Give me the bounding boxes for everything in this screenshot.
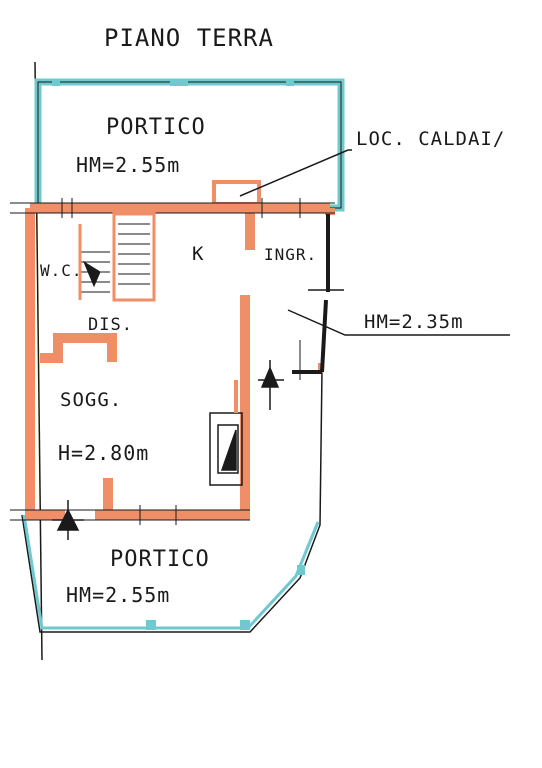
leader-line-caldaia <box>239 149 352 197</box>
label-ingresso: INGR. <box>264 245 317 264</box>
plan-title: PIANO TERRA <box>104 24 274 52</box>
lamp-symbol-right <box>258 360 284 410</box>
right-wall <box>292 214 344 374</box>
label-disimpegno: DIS. <box>88 315 133 335</box>
label-portico-top-height: HM=2.55m <box>76 153 180 177</box>
label-portico-bottom-height: HM=2.55m <box>66 583 170 607</box>
lamp-symbol-left <box>52 500 84 540</box>
label-wc: W.C. <box>40 261 83 280</box>
portico-bottom-area <box>21 369 323 633</box>
window-ticks <box>61 198 301 525</box>
building-walls <box>25 203 335 520</box>
label-loc-caldaia: LOC. CALDAI/ <box>356 128 505 150</box>
label-portico-bottom: PORTICO <box>110 547 210 572</box>
label-kitchen: K <box>192 243 204 265</box>
label-soggiorno-height: H=2.80m <box>58 441 149 465</box>
label-ingresso-height: HM=2.35m <box>364 311 464 333</box>
leader-line-ingresso <box>287 309 510 336</box>
label-portico-top: PORTICO <box>106 115 206 140</box>
fireplace <box>209 380 243 486</box>
wall-outlines <box>10 202 335 521</box>
staircase <box>78 212 156 302</box>
portico-top-area <box>34 78 345 212</box>
label-soggiorno: SOGG. <box>60 389 122 411</box>
